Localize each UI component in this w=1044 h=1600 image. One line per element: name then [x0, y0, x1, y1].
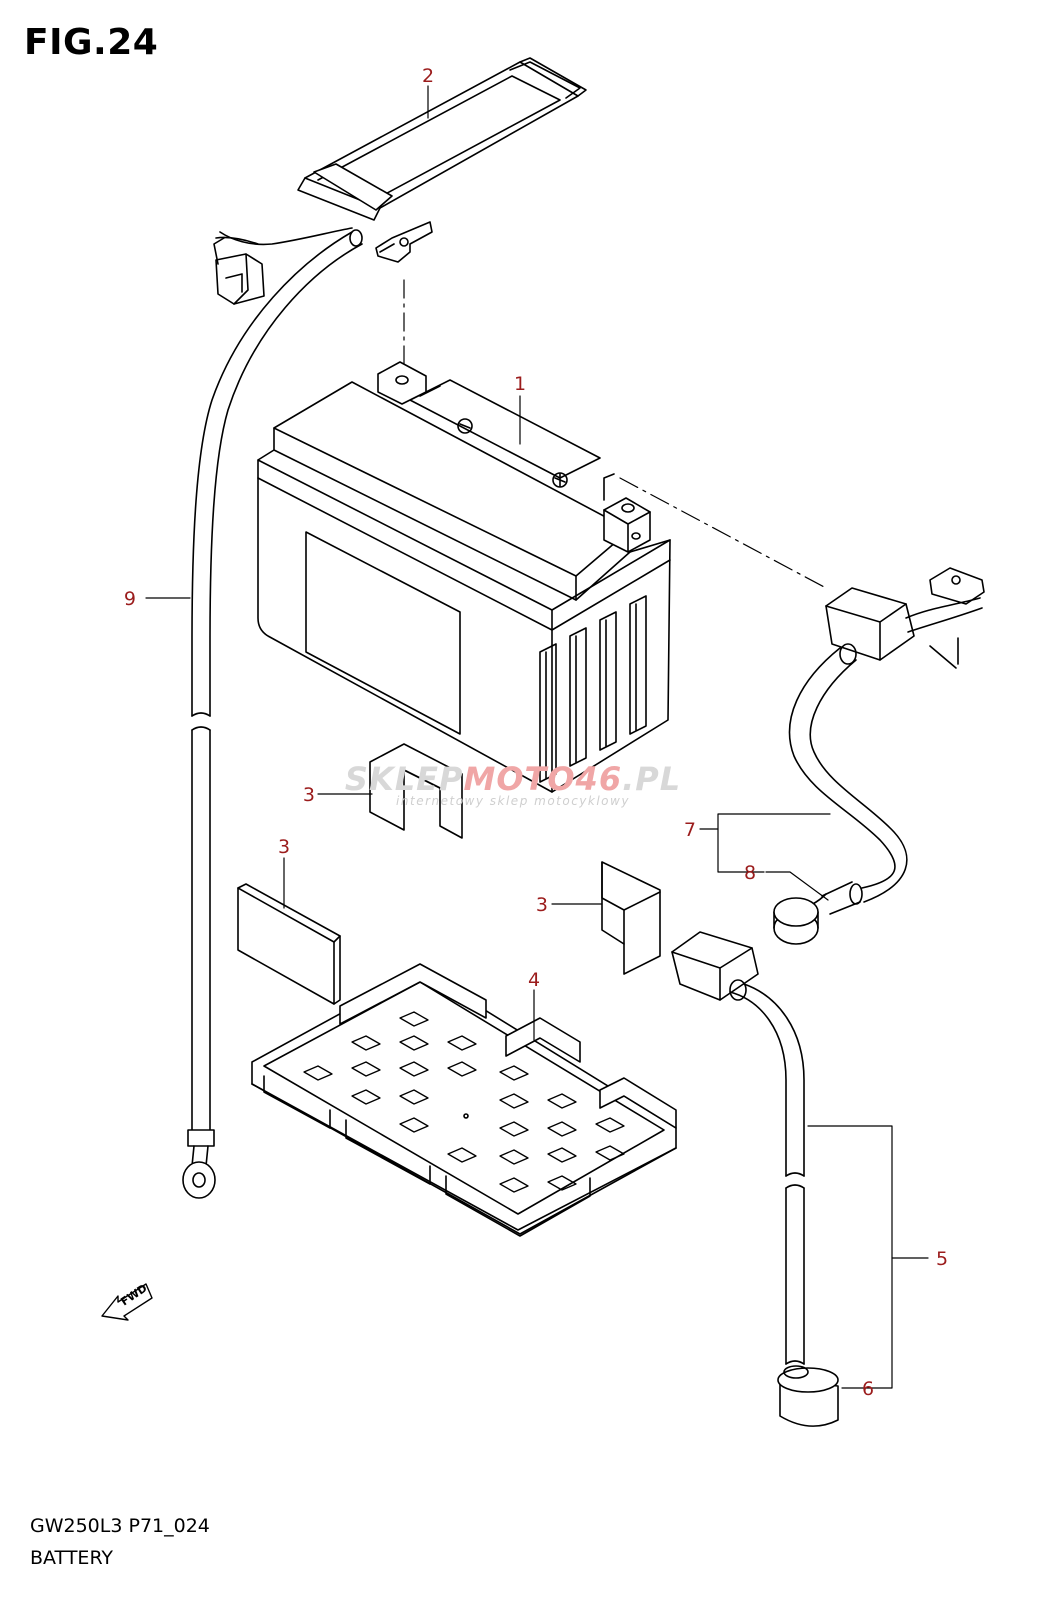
callout-3-pad-upper: 3: [303, 784, 315, 806]
callout-9-ground-wire: 9: [124, 588, 136, 610]
callout-5-negative-lead: 5: [936, 1248, 948, 1270]
positive-lead: [773, 567, 985, 945]
callout-6-negative-cap: 6: [862, 1378, 874, 1400]
battery-tray: [251, 963, 677, 1237]
watermark-tagline: internetowy sklep motocyklowy: [396, 794, 630, 808]
watermark-brand-highlight: MOTO46: [463, 760, 623, 798]
pad-right: [601, 861, 661, 975]
pad-upper: [369, 743, 463, 839]
model-code: GW250L3 P71_024: [30, 1515, 210, 1537]
callout-8-positive-cap: 8: [744, 862, 756, 884]
callout-4-tray: 4: [528, 969, 540, 991]
ground-wire: [182, 221, 433, 1199]
diagram-name: BATTERY: [30, 1547, 114, 1569]
battery: [257, 361, 671, 793]
callout-7-positive-lead: 7: [684, 819, 696, 841]
leader-lines: [145, 85, 929, 1389]
callout-1-battery: 1: [514, 373, 526, 395]
watermark-brand-prefix: SKLEP: [344, 760, 464, 798]
callout-3-pad-left: 3: [278, 836, 290, 858]
fwd-arrow-icon: FWD: [101, 1282, 153, 1321]
watermark-brand-suffix: .PL: [622, 760, 682, 798]
figure-title: FIG.24: [24, 22, 159, 63]
callout-2-strap: 2: [422, 65, 434, 87]
negative-lead: [671, 931, 839, 1427]
watermark: SKLEPMOTO46.PL internetowy sklep motocyk…: [333, 760, 693, 808]
callout-3-pad-right: 3: [536, 894, 548, 916]
watermark-brand: SKLEPMOTO46.PL: [333, 760, 693, 798]
battery-strap: [297, 57, 587, 221]
pad-left: [237, 883, 341, 1005]
